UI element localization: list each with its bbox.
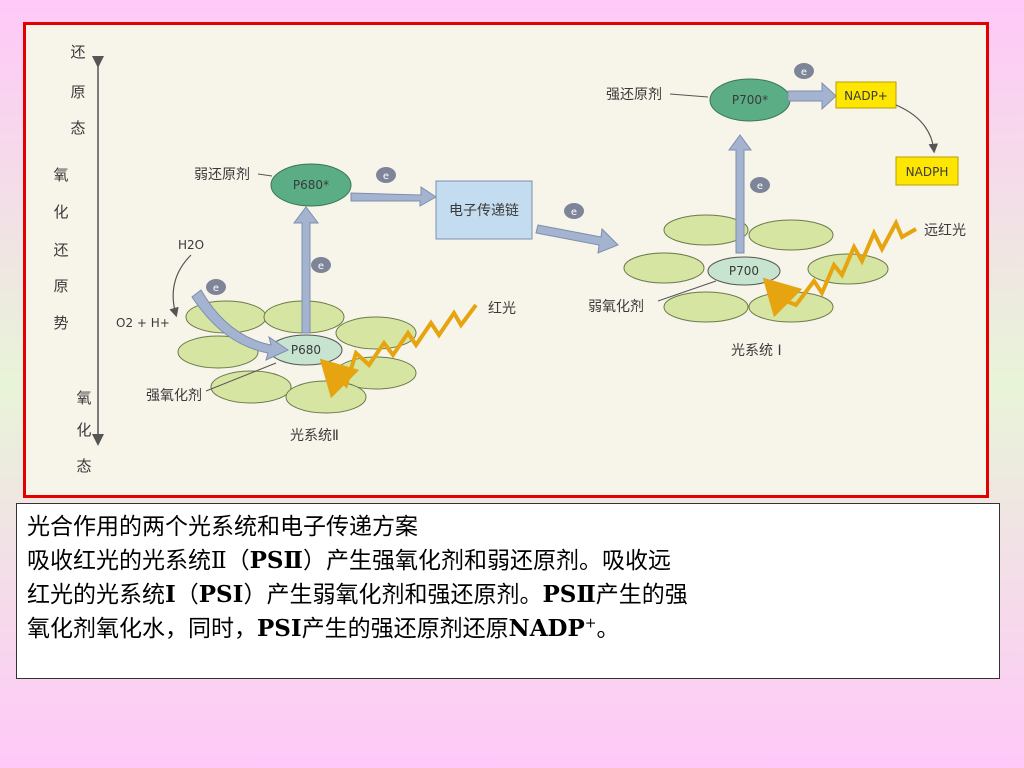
- caption-box: 光合作用的两个光系统和电子传递方案 吸收红光的光系统Ⅱ（PSⅡ）产生强氧化剂和弱…: [16, 503, 1000, 679]
- electron-transport-chain-label: 电子传递链: [449, 203, 519, 219]
- svg-text:态: 态: [70, 119, 85, 137]
- p700-label: P700: [729, 264, 759, 278]
- to-nadp-arrow: [787, 81, 837, 111]
- strong-oxidant-label: 强氧化剂: [146, 388, 202, 404]
- svg-text:化: 化: [53, 203, 68, 221]
- caption-title: 光合作用的两个光系统和电子传递方案: [27, 514, 418, 540]
- svg-text:e: e: [571, 207, 577, 218]
- electron-badge: e: [794, 63, 814, 79]
- far-red-light-zigzag: [762, 218, 917, 318]
- ps2-excitation-arrow: [293, 206, 319, 334]
- nadph-box: [895, 156, 959, 186]
- red-light-zigzag: [319, 303, 478, 399]
- axis-label-oxidized: 氧 化 态: [76, 389, 91, 475]
- caption-body: 吸收红光的光系统Ⅱ（PSⅡ）产生强氧化剂和弱还原剂。吸收远 红光的光系统I（PS…: [27, 547, 688, 642]
- water-products-label: O2 + H+: [116, 316, 170, 330]
- nadp-reduction-arrow: [895, 104, 939, 154]
- ps1-excitation-arrow: [728, 134, 752, 254]
- svg-text:e: e: [801, 67, 807, 78]
- chain-to-ps1-arrow: [535, 224, 619, 254]
- axis-label-redox-potential: 氧 化 还 原 势: [53, 166, 68, 332]
- svg-text:e: e: [383, 171, 389, 182]
- p680-excited: [270, 163, 352, 207]
- electron-badge: e: [376, 167, 396, 183]
- water-split-arrow: [169, 254, 192, 318]
- svg-text:势: 势: [53, 314, 68, 332]
- water-electron-arrow: [191, 289, 290, 361]
- axis-label-reduced: 还 原 态: [70, 43, 85, 137]
- water-label: H2O: [178, 238, 204, 252]
- nadph-label: NADPH: [906, 165, 949, 179]
- electron-badge: e: [750, 177, 770, 193]
- weak-oxidant-label: 弱氧化剂: [588, 299, 644, 315]
- nadp-label: NADP+: [844, 89, 888, 103]
- p680-label: P680: [291, 343, 321, 357]
- diagram-frame: 还 原 态 氧 化 还 原 势 氧 化 态 P680 P680* 弱还原剂 e …: [23, 22, 989, 498]
- photosystem-diagram: 还 原 态 氧 化 还 原 势 氧 化 态 P680 P680* 弱还原剂 e …: [53, 43, 966, 475]
- electron-transport-chain-box: [435, 180, 533, 240]
- ps2-system-label: 光系统Ⅱ: [290, 428, 339, 444]
- svg-text:态: 态: [76, 457, 91, 475]
- ps1-system-label: 光系统 Ⅰ: [731, 343, 782, 359]
- to-chain-arrow: [350, 186, 437, 207]
- weak-reductant-label: 弱还原剂: [194, 167, 250, 183]
- nadp-box: [835, 81, 897, 109]
- p700-excited-label: P700*: [732, 93, 768, 107]
- svg-text:化: 化: [76, 421, 91, 439]
- svg-text:原: 原: [70, 83, 85, 101]
- electron-badge: e: [311, 257, 331, 273]
- p700-center: [707, 256, 781, 286]
- electron-badge: e: [206, 279, 226, 295]
- svg-text:还: 还: [53, 241, 68, 259]
- far-red-light-label: 远红光: [924, 223, 966, 239]
- svg-text:还: 还: [70, 43, 85, 61]
- p680-excited-label: P680*: [293, 178, 329, 192]
- red-light-label: 红光: [488, 301, 516, 317]
- svg-text:e: e: [213, 283, 219, 294]
- strong-reductant-label: 强还原剂: [606, 87, 662, 103]
- svg-text:氧: 氧: [76, 389, 91, 407]
- svg-text:氧: 氧: [53, 166, 68, 184]
- svg-text:原: 原: [53, 277, 68, 295]
- svg-text:e: e: [757, 181, 763, 192]
- svg-text:e: e: [318, 261, 324, 272]
- electron-badge: e: [564, 203, 584, 219]
